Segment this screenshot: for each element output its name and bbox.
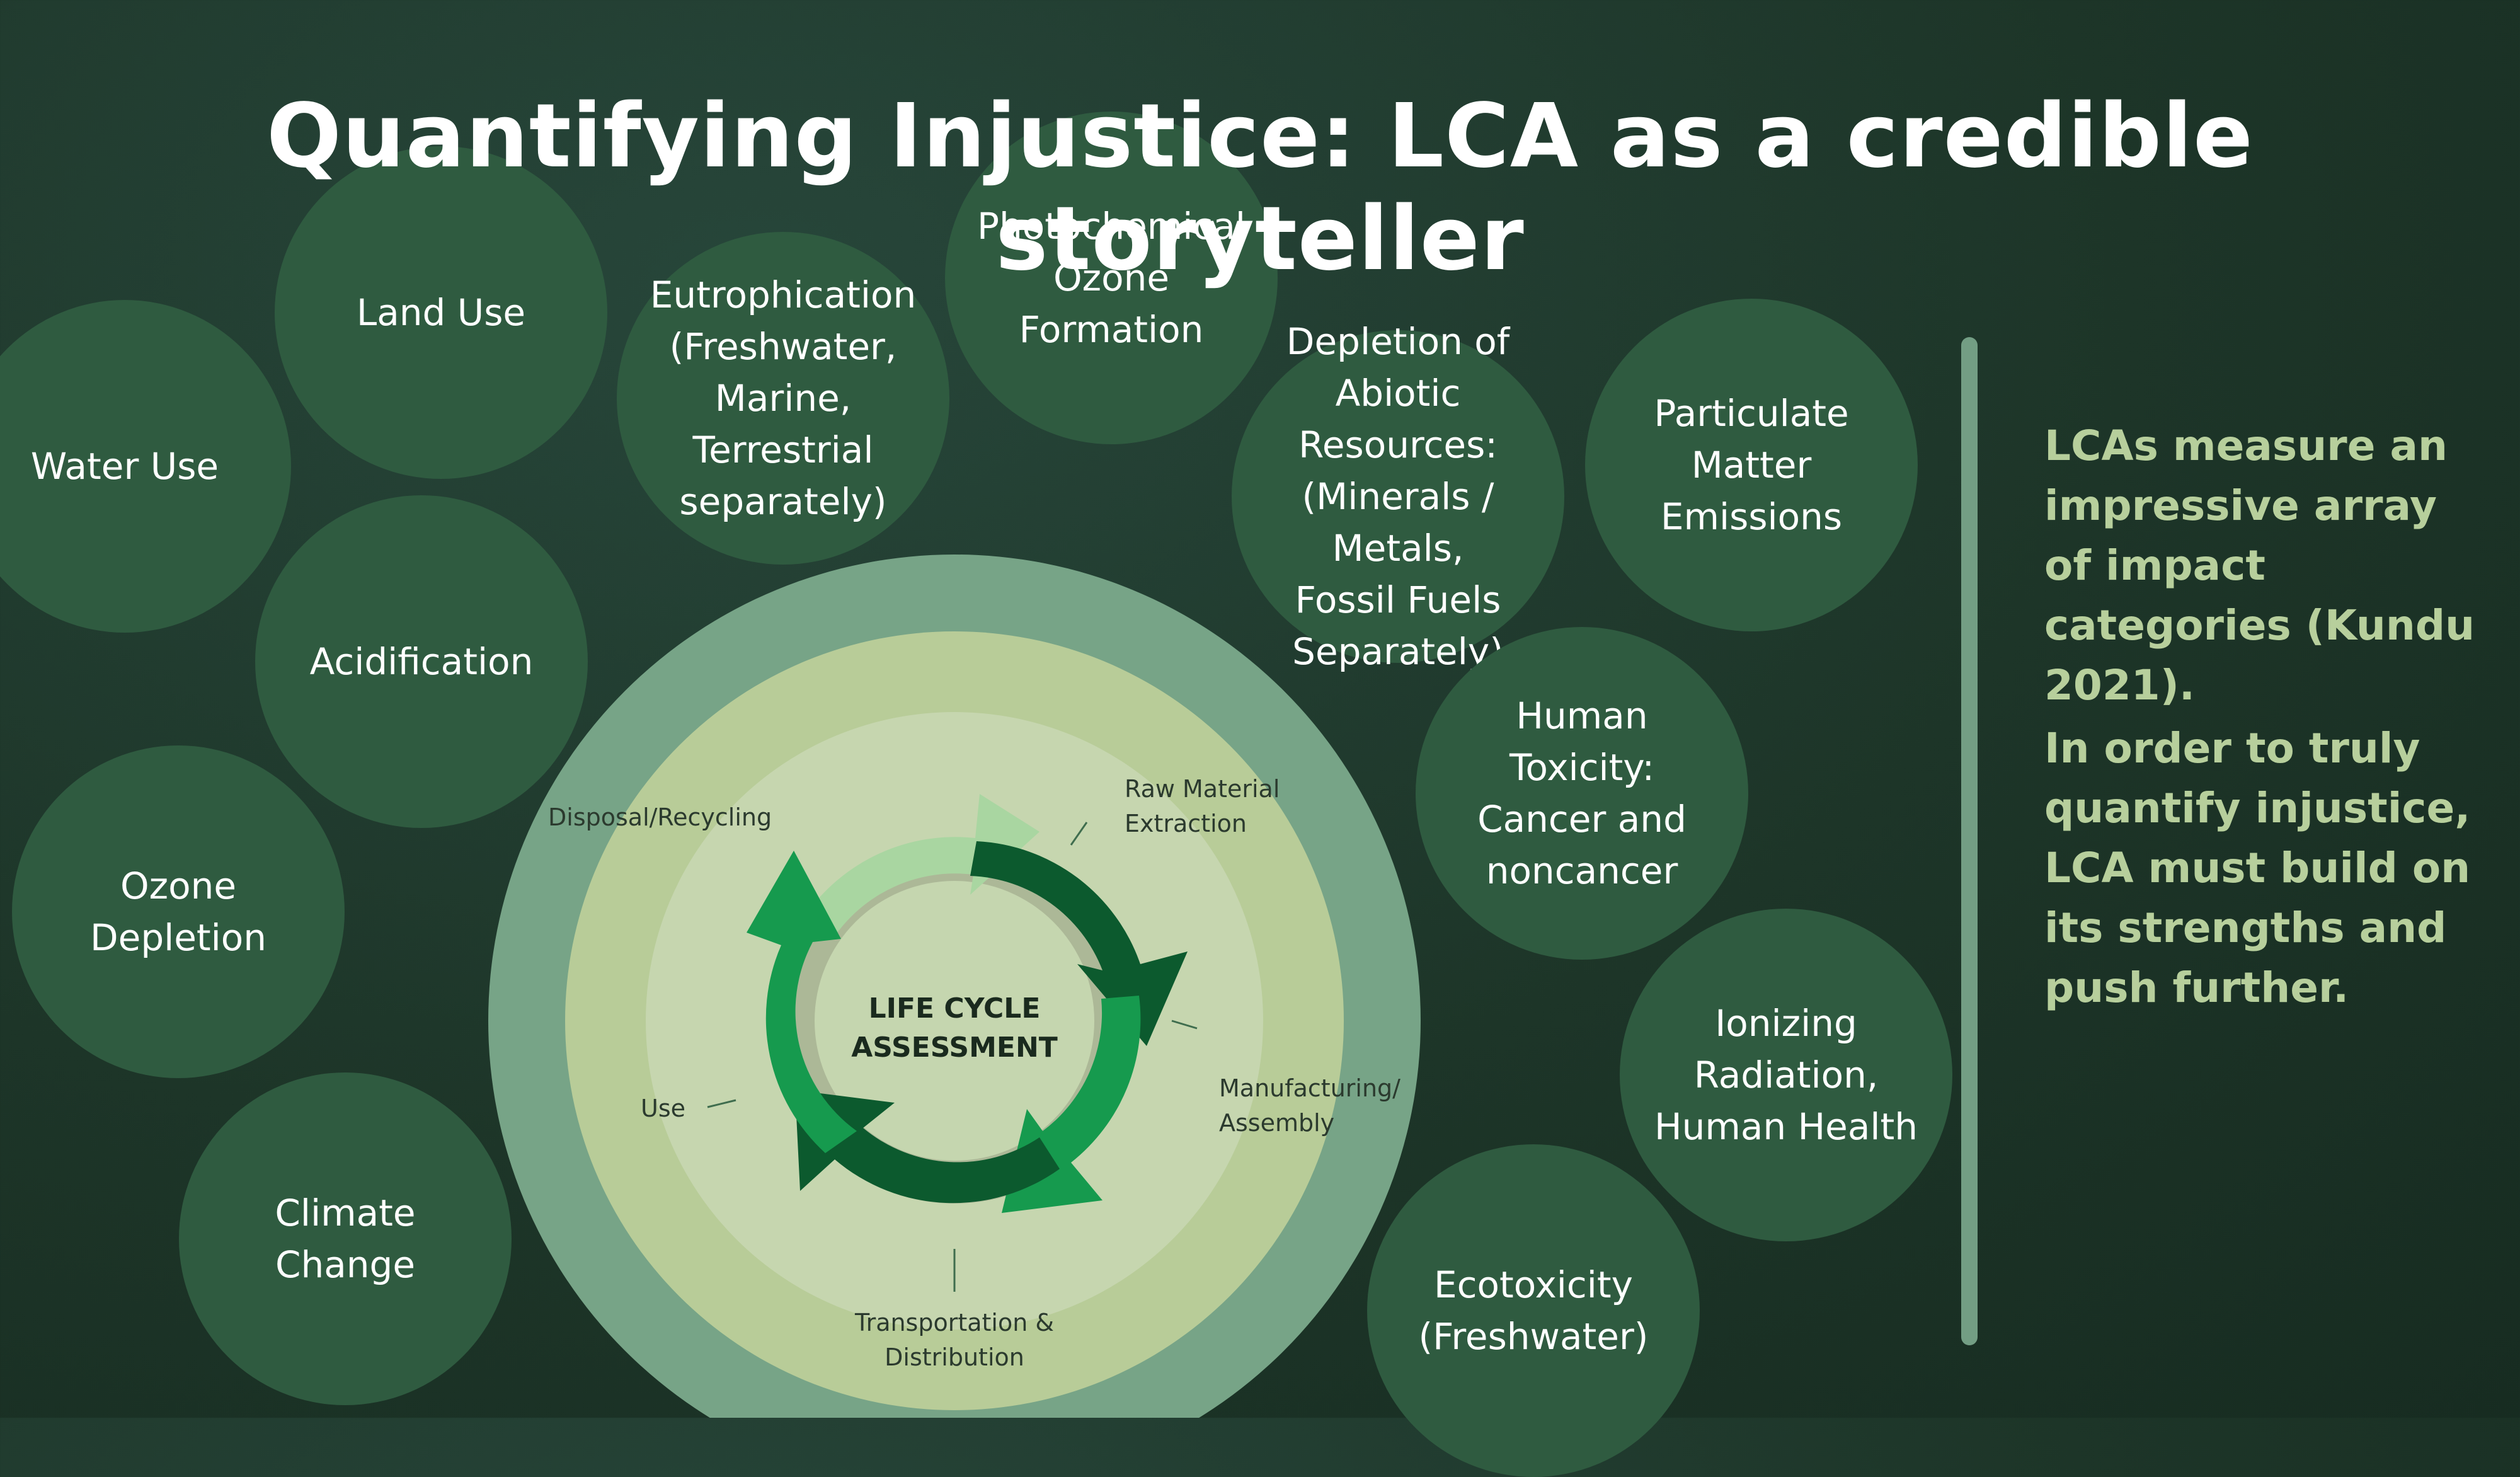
bubble-climate-change: Climate Change [179, 1072, 512, 1405]
leader-use [707, 1099, 736, 1108]
stage-manufacturing-line2: Assembly [1219, 1109, 1334, 1137]
ring-center [815, 881, 1094, 1161]
bubble-acidification: Acidification [255, 495, 588, 828]
bubble-human-toxicity: Human Toxicity: Cancer and noncancer [1416, 627, 1748, 960]
cycle-arrow-transportation [795, 1090, 1060, 1204]
slide: Quantifying Injustice: LCA as a credible… [0, 85, 2475, 1477]
bubble-land-use: Land Use [275, 146, 607, 479]
center-label-line1: LIFE CYCLE [869, 992, 1041, 1025]
stage-raw-material-line1: Raw Material [1125, 775, 1280, 803]
stage-manufacturing-line1: Manufacturing/ [1219, 1074, 1400, 1102]
cycle-arrow-disposal [805, 794, 1040, 939]
bubble-photochemical-ozone: Photochemical Ozone Formation [945, 112, 1278, 444]
bubble-eutrophication: Eutrophication (Freshwater, Marine, Terr… [617, 232, 949, 565]
vertical-divider [1961, 337, 1978, 1345]
bubble-ozone-depletion: Ozone Depletion [12, 745, 345, 1078]
stage-raw-material-line2: Extraction [1125, 810, 1247, 837]
stage-use: Use [641, 1095, 685, 1122]
lca-diagram: LIFE CYCLE ASSESSMENT Raw Material Extra… [488, 555, 1421, 1418]
center-label-line2: ASSESSMENT [851, 1032, 1058, 1064]
bubble-ionizing-radiation: Ionizing Radiation, Human Health [1620, 909, 1952, 1241]
bubble-ecotoxicity: Ecotoxicity (Freshwater) [1367, 1144, 1700, 1477]
bubble-particulate-matter: Particulate Matter Emissions [1585, 299, 1918, 631]
leader-raw-material [1070, 822, 1088, 846]
bubble-water-use: Water Use [0, 300, 291, 633]
side-text-paragraph-1: LCAs measure an impressive array of impa… [2044, 422, 2475, 710]
slide-title: Quantifying Injustice: LCA as a credible… [266, 85, 2254, 290]
cycle-arrow-raw-material [970, 841, 1188, 1046]
stage-transportation-line2: Distribution [885, 1343, 1024, 1371]
bubble-abiotic-depletion: Depletion of Abiotic Resources: (Mineral… [1232, 320, 1564, 673]
side-text-paragraph-2: In order to truly quantify injustice, LC… [2044, 724, 2471, 1012]
cycle-arrow-use [747, 851, 857, 1153]
leader-manufacturing [1171, 1020, 1198, 1030]
stage-transportation-line1: Transportation & [854, 1309, 1054, 1336]
stage-disposal: Disposal/Recycling [548, 803, 772, 831]
